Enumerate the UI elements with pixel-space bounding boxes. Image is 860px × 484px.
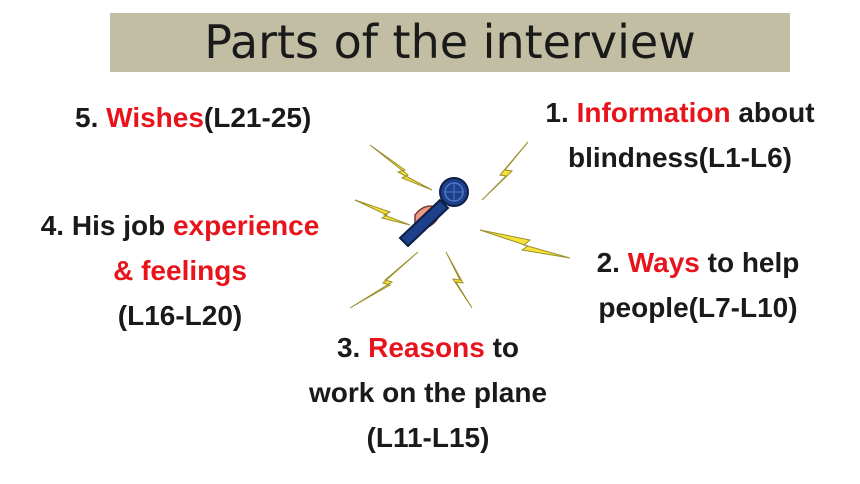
- microphone-graphic: [349, 141, 570, 309]
- part-5-lines: (L21-25): [203, 102, 312, 133]
- title-banner: Parts of the interview: [110, 13, 790, 72]
- part-5-wishes: 5. Wishes(L21-25): [75, 95, 311, 140]
- part-1-highlight: Information: [576, 97, 731, 128]
- part-2-number: 2.: [596, 247, 620, 278]
- part-3-rest: to: [484, 332, 520, 363]
- lightning-icon: [481, 141, 529, 201]
- part-2-line1: 2. Ways to help: [548, 240, 848, 285]
- part-4-highlight: experience: [172, 210, 320, 241]
- part-4-prefix: His job: [64, 210, 173, 241]
- part-1-rest: about: [730, 97, 815, 128]
- lightning-icon: [445, 251, 473, 309]
- part-1-information: 1. Information about blindness(L1-L6): [500, 90, 860, 180]
- part-5-number: 5.: [75, 102, 99, 133]
- part-4-line1: 4. His job experience: [0, 203, 360, 248]
- part-3-line2: work on the plane: [308, 377, 548, 408]
- lightning-icon: [369, 144, 433, 191]
- part-1-line1: 1. Information about: [500, 90, 860, 135]
- part-4-line2: & feelings: [113, 255, 247, 286]
- part-2-ways: 2. Ways to help people(L7-L10): [548, 240, 848, 330]
- lightning-icon: [354, 199, 411, 226]
- part-4-number: 4.: [40, 210, 65, 241]
- part-1-line2: blindness(L1-L6): [567, 142, 792, 173]
- part-3-line1: 3. Reasons to: [258, 325, 598, 370]
- part-4-line3: (L16-L20): [117, 300, 243, 331]
- part-5-highlight: Wishes: [106, 102, 204, 133]
- lightning-icon: [479, 229, 570, 259]
- part-1-number: 1.: [545, 97, 569, 128]
- part-4-experience: 4. His job experience & feelings (L16-L2…: [0, 203, 360, 338]
- part-3-number: 3.: [336, 332, 361, 363]
- part-2-highlight: Ways: [627, 247, 700, 278]
- part-3-reasons: 3. Reasons to work on the plane (L11-L15…: [258, 325, 598, 460]
- part-3-line3: (L11-L15): [366, 422, 490, 453]
- part-2-line2: people(L7-L10): [598, 292, 798, 323]
- part-3-highlight: Reasons: [368, 332, 485, 363]
- microphone-icon: [398, 177, 469, 248]
- page-title: Parts of the interview: [204, 15, 696, 69]
- part-2-rest: to help: [699, 247, 800, 278]
- lightning-icon: [349, 251, 419, 309]
